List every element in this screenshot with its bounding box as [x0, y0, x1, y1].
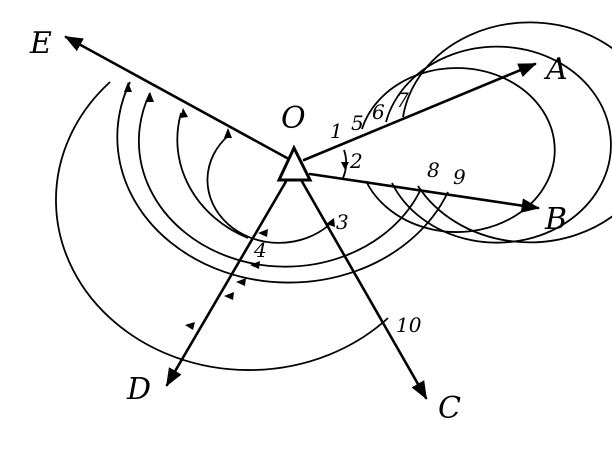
vertex-label-O: O [281, 101, 306, 136]
angle-number-6: 6 [372, 100, 385, 124]
angle-number-8: 8 [427, 158, 440, 182]
ray-OB [308, 172, 540, 213]
angle-arc-5 [361, 67, 556, 233]
ray-label-B: B [544, 202, 567, 237]
angle-number-9: 9 [453, 165, 466, 189]
angle-arc-6 [385, 45, 612, 244]
arc-arrowhead [224, 128, 232, 138]
angle-arc-3 [206, 134, 330, 244]
angle-number-10: 10 [396, 313, 422, 337]
ray-label-C: C [438, 391, 461, 426]
arc-arrowhead [258, 229, 268, 237]
arc-arrowheads [124, 82, 349, 330]
angle-arc-7 [402, 21, 612, 244]
angle-arc-10 [55, 81, 389, 371]
ray-OA [302, 62, 537, 162]
ray-OC [298, 176, 428, 400]
angle-arc-4 [176, 112, 249, 239]
angle-number-2: 2 [349, 149, 363, 173]
arc-arrowhead [236, 278, 246, 286]
angle-arc-9 [116, 81, 449, 284]
vertex-triangle [276, 144, 313, 182]
ray-label-D: D [126, 372, 151, 407]
arc-arrowhead [250, 261, 260, 269]
angle-number-5: 5 [351, 111, 364, 135]
angle-number-3: 3 [336, 210, 349, 234]
arc-arrowhead [124, 82, 132, 92]
arc-arrowhead [326, 218, 335, 227]
arc-arrowhead [224, 292, 234, 300]
angle-number-1: 1 [330, 119, 343, 143]
arc-arrowhead [341, 162, 349, 170]
angle-arc-8 [138, 92, 422, 268]
ray-OD [165, 176, 290, 387]
arc-arrowhead [146, 92, 154, 102]
angle-number-7: 7 [396, 88, 409, 112]
arc-arrowhead [180, 108, 188, 118]
ray-OE [64, 35, 289, 160]
arc-arrowhead [185, 322, 195, 330]
ray-label-A: A [543, 52, 568, 87]
angle-number-4: 4 [253, 238, 267, 262]
ray-label-E: E [29, 26, 52, 61]
